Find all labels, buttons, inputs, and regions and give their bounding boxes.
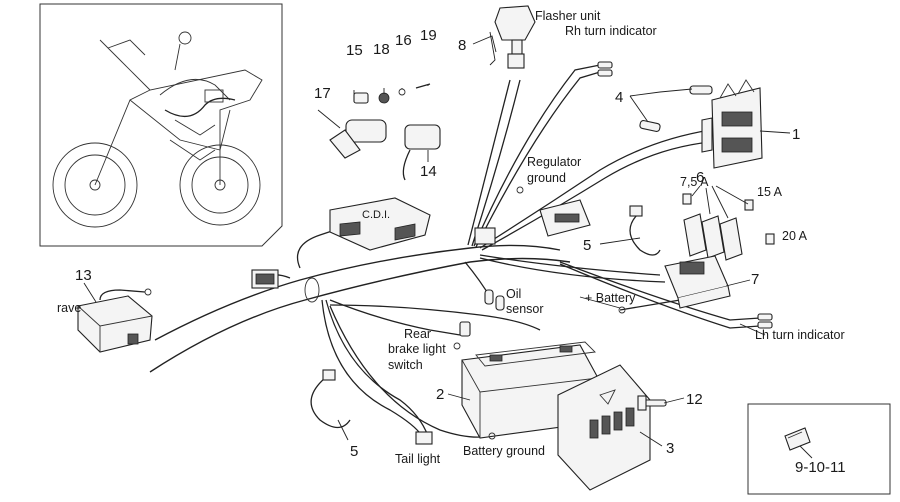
label-fuse-15a: 15 A [757, 185, 783, 199]
label-flasher-unit: Flasher unit [535, 9, 601, 23]
harness-connectors-left [251, 227, 496, 289]
ignition-switch-assembly [329, 83, 431, 159]
label-fuse-20a: 20 A [782, 229, 808, 243]
multi-pin-connector [516, 186, 591, 237]
label-battery-ground: Battery ground [463, 444, 545, 458]
part-number-6: 6 [696, 169, 704, 186]
motorcycle-overview-inset [39, 3, 283, 247]
voltage-regulator [701, 79, 763, 169]
main-wiring-harness [149, 64, 761, 438]
label-oil-sensor-2: sensor [506, 302, 544, 316]
cdi-unit: C.D.I. [329, 197, 431, 251]
part-number-8: 8 [458, 37, 466, 54]
label-fuse-7-5a: 7,5 A [680, 175, 709, 189]
part-number-12: 12 [686, 391, 703, 408]
label-tail-light: Tail light [395, 452, 441, 466]
label-rave: rave [57, 301, 81, 315]
fuse-box [664, 255, 731, 309]
part-number-14: 14 [420, 163, 437, 180]
ignition-coil [402, 124, 441, 181]
part-number-7: 7 [751, 271, 759, 288]
cdi-label: C.D.I. [362, 209, 390, 221]
part-number-9-10-11: 9-10-11 [795, 459, 846, 476]
label-rh-turn-indicator: Rh turn indicator [565, 24, 657, 38]
bolts [639, 85, 713, 132]
tail-light-connector [415, 431, 496, 445]
part-number-1: 1 [792, 126, 800, 143]
label-rear-brake-2: brake light [388, 342, 446, 356]
part-number-16: 16 [395, 32, 412, 49]
label-regulator-ground-1: Regulator [527, 155, 581, 169]
text-labels: Flasher unit Rh turn indicator Regulator… [57, 9, 845, 466]
part-number-5-lower: 5 [350, 443, 358, 460]
battery-cover-screw [637, 395, 667, 411]
label-oil-sensor-1: Oil [506, 287, 521, 301]
label-plus-battery: + Battery [585, 291, 636, 305]
flasher-unit [489, 5, 536, 69]
part-number-13: 13 [75, 267, 92, 284]
rear-brake-light-switch [453, 321, 471, 350]
part-number-17: 17 [314, 85, 331, 102]
part-number-15: 15 [346, 42, 363, 59]
part-number-2: 2 [436, 386, 444, 403]
rave-module [77, 288, 153, 353]
part-number-18: 18 [373, 41, 390, 58]
cable-clamp-upper [629, 205, 661, 256]
part-number-4: 4 [615, 89, 623, 106]
part-number-19: 19 [420, 27, 437, 44]
label-rear-brake-1: Rear [404, 327, 431, 341]
cable-clamp-lower [310, 369, 351, 429]
leader-lines [83, 35, 813, 459]
label-lh-turn-indicator: Lh turn indicator [755, 328, 845, 342]
oil-sensor-connectors [484, 289, 505, 311]
label-rear-brake-3: switch [388, 358, 423, 372]
battery-cover [557, 364, 651, 491]
part-number-3: 3 [666, 440, 674, 457]
spare-fuse-inset [747, 403, 891, 495]
fuses [682, 193, 775, 261]
part-number-5-upper: 5 [583, 237, 591, 254]
part-numbers: 1 2 3 4 5 5 6 7 8 12 13 14 15 16 17 18 1… [75, 27, 846, 476]
indicator-connectors [597, 61, 773, 329]
label-regulator-ground-2: ground [527, 171, 566, 185]
